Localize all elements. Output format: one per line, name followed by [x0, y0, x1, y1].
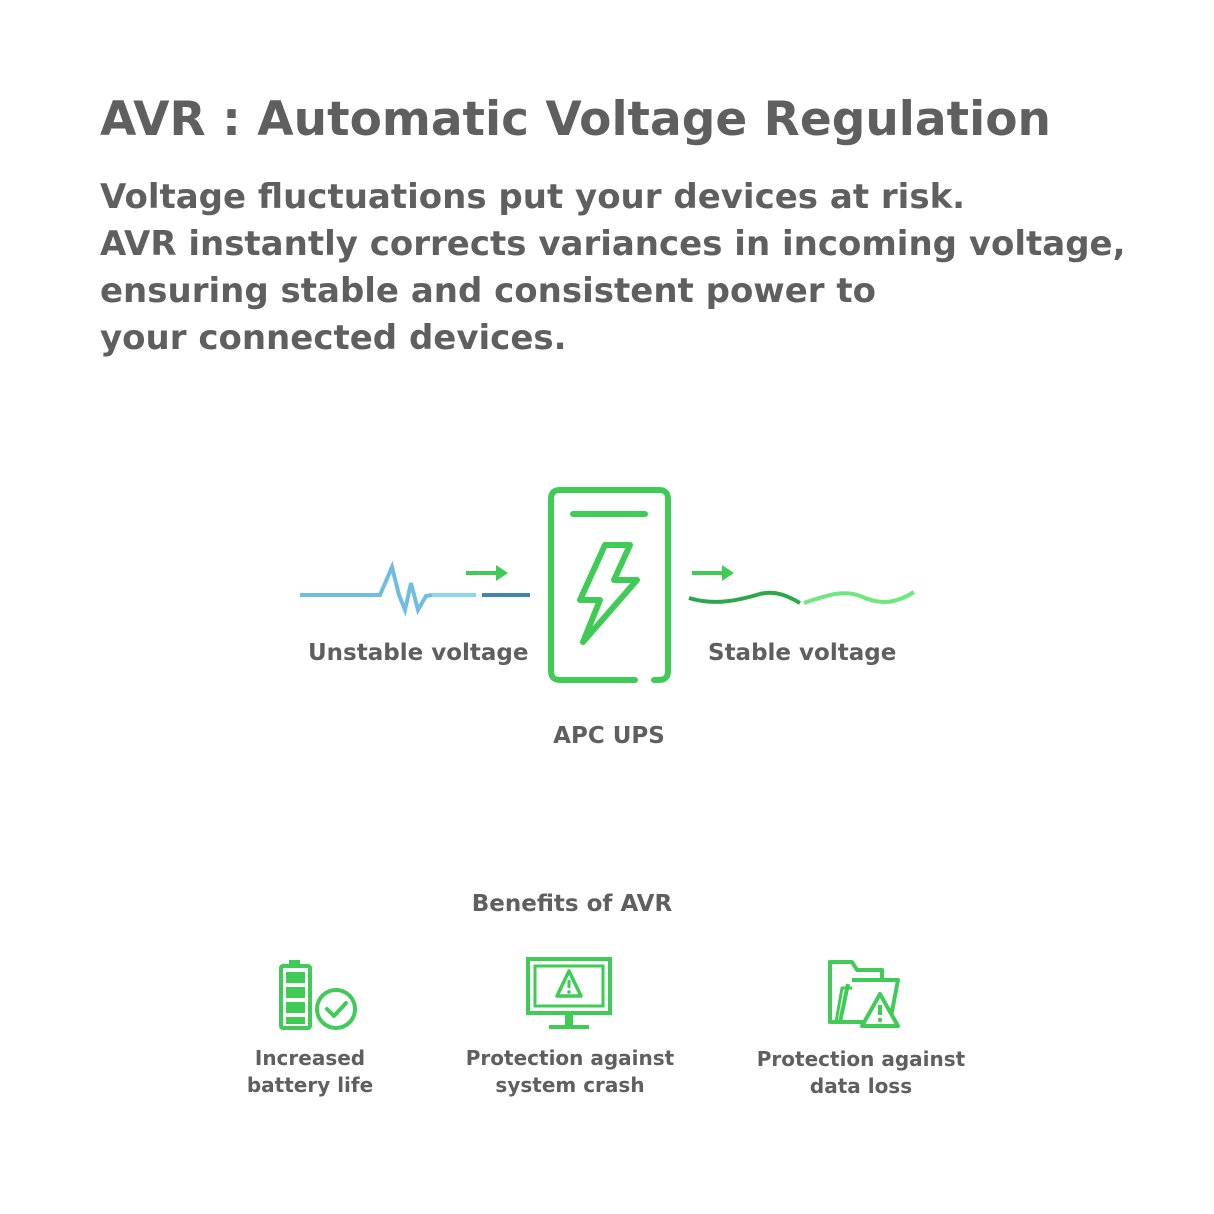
intro-line: AVR instantly corrects variances in inco…: [100, 224, 1126, 264]
folder-warning-icon: [828, 960, 900, 1028]
benefit-label-line: Increased: [254, 1046, 366, 1070]
input-arrow-icon: [466, 565, 508, 581]
benefits-title: Benefits of AVR: [471, 891, 673, 917]
benefit-label: Protection against data loss: [736, 1046, 986, 1100]
device-label: APC UPS: [553, 723, 665, 749]
page-title: AVR : Automatic Voltage Regulation: [100, 92, 1051, 147]
intro-line: Voltage fluctuations put your devices at…: [100, 177, 966, 217]
benefit-label-line: battery life: [246, 1073, 374, 1097]
stable-wave-left: [688, 590, 802, 605]
benefit-label-line: system crash: [495, 1073, 645, 1097]
benefit-label-line: Protection against: [756, 1047, 966, 1071]
benefit-label: Increased battery life: [210, 1045, 410, 1099]
stable-wave-right: [803, 590, 916, 605]
monitor-warning-icon: [526, 957, 612, 1029]
stable-voltage-label: Stable voltage: [708, 640, 897, 666]
intro-line: your connected devices.: [100, 318, 567, 358]
unstable-wave-left: [300, 560, 433, 617]
phone-lightning-icon: [548, 487, 671, 683]
benefit-label-line: data loss: [809, 1074, 913, 1098]
intro-line: ensuring stable and consistent power to: [100, 271, 876, 311]
unstable-voltage-label: Unstable voltage: [308, 640, 529, 666]
benefit-label-line: Protection against: [465, 1046, 675, 1070]
intro-text: Voltage fluctuations put your devices at…: [100, 174, 1126, 362]
battery-check-icon: [279, 960, 357, 1030]
output-arrow-icon: [692, 565, 734, 581]
benefit-label: Protection against system crash: [445, 1045, 695, 1099]
